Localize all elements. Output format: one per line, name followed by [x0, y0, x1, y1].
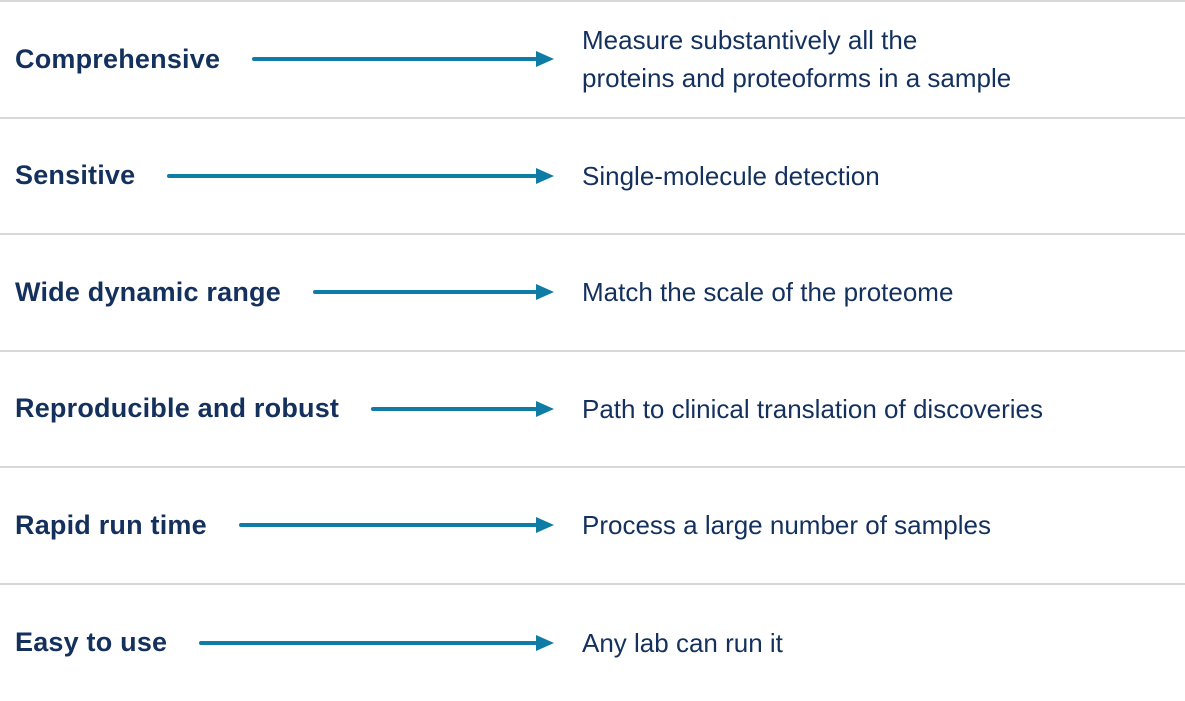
feature-description: Any lab can run it [582, 627, 783, 658]
right-arrow-icon [312, 284, 554, 301]
feature-description: Match the scale of the proteome [582, 277, 954, 308]
feature-label: Rapid run time [15, 509, 207, 540]
arrow-head [536, 400, 554, 417]
arrow-shaft [238, 523, 537, 528]
feature-label: Wide dynamic range [15, 276, 281, 307]
feature-row-reproducible-and-robust: Reproducible and robust Path to clinical… [0, 352, 1185, 468]
feature-label: Easy to use [15, 627, 168, 658]
arrow-shaft [371, 406, 537, 411]
arrow-head [536, 51, 554, 68]
feature-row-wide-dynamic-range: Wide dynamic range Match the scale of th… [0, 235, 1185, 352]
feature-row-comprehensive: Comprehensive Measure substantively all … [0, 2, 1185, 119]
right-arrow-icon [167, 167, 554, 184]
right-arrow-icon [238, 517, 554, 534]
arrow-shaft [167, 173, 537, 178]
feature-description: Single-molecule detection [582, 160, 880, 191]
feature-description: Process a large number of samples [582, 510, 991, 541]
feature-label: Sensitive [15, 160, 136, 191]
arrow-head [536, 634, 554, 651]
right-arrow-icon [199, 634, 554, 651]
feature-label: Reproducible and robust [15, 393, 340, 424]
right-arrow-icon [252, 51, 554, 68]
arrow-head [536, 284, 554, 301]
arrow-head [536, 517, 554, 534]
feature-row-rapid-run-time: Rapid run time Process a large number of… [0, 468, 1185, 585]
feature-description: Measure substantively all the proteins a… [582, 25, 1012, 94]
right-arrow-icon [371, 400, 554, 417]
arrow-shaft [252, 57, 537, 62]
feature-description: Path to clinical translation of discover… [582, 393, 1044, 424]
arrow-shaft [199, 640, 537, 645]
feature-label: Comprehensive [15, 43, 221, 74]
arrow-head [536, 167, 554, 184]
arrow-shaft [312, 290, 537, 295]
feature-row-easy-to-use: Easy to use Any lab can run it [0, 585, 1185, 701]
feature-row-sensitive: Sensitive Single-molecule detection [0, 119, 1185, 235]
